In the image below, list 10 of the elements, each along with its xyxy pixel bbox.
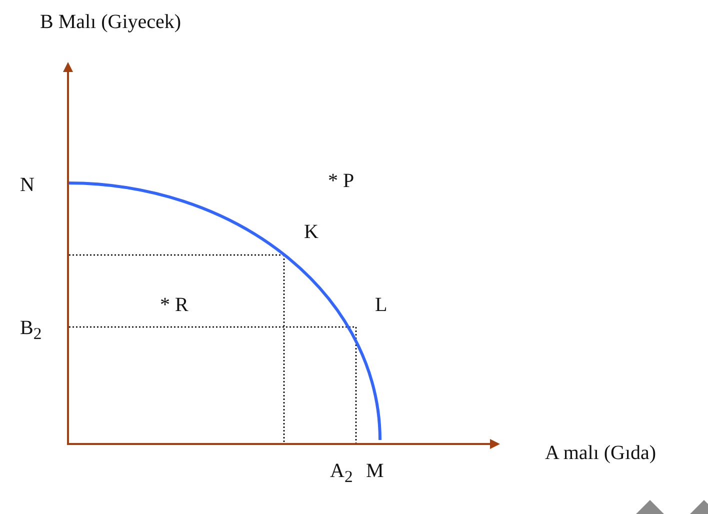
point-label: K <box>304 220 318 244</box>
point-label: * P <box>328 169 354 193</box>
point-label: M <box>366 459 384 483</box>
axis-tick-label: B$_{2}$ <box>20 316 42 345</box>
axis-tick-label: A$_{2}$ <box>330 459 353 488</box>
axis-title: B Malı (Giyecek) <box>40 10 182 34</box>
point-label: N <box>20 173 34 197</box>
axis-title: A malı (Gıda) <box>545 441 656 465</box>
point-label: L <box>375 293 388 317</box>
point-label: * R <box>160 293 188 317</box>
